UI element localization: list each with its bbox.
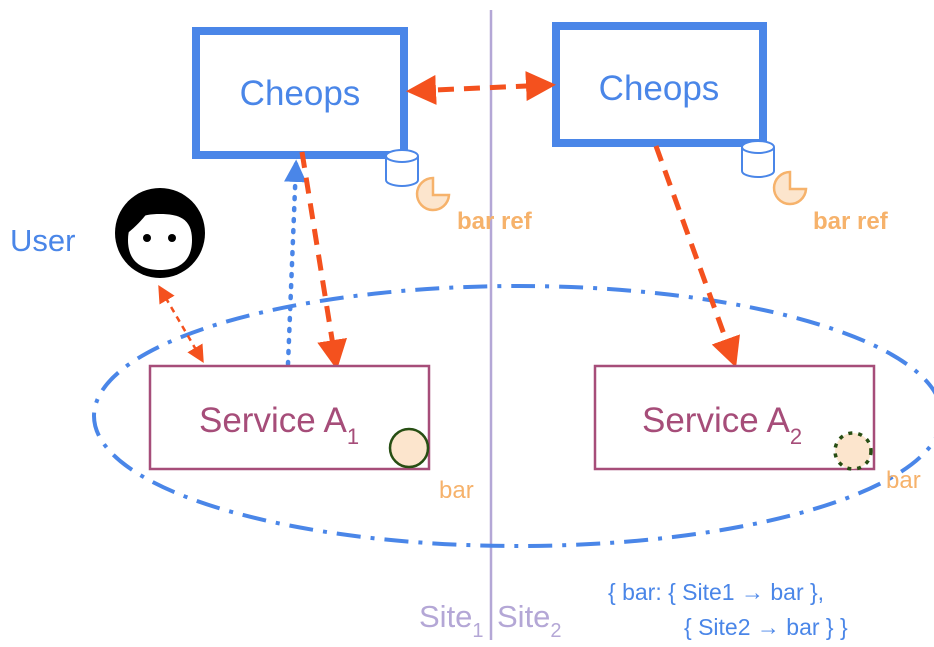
- mapping-line-1: { bar: { Site1 → bar },: [608, 579, 824, 605]
- svg-text:Service A1: Service A1: [199, 401, 359, 449]
- cheops-sync-arrow: [406, 71, 556, 105]
- bar-label-left: bar: [439, 477, 474, 504]
- user-icon: [115, 188, 205, 278]
- user-service-arrow: [158, 284, 204, 364]
- bar-object-icon: [388, 427, 430, 469]
- bar-reference-icon: [833, 431, 873, 471]
- database-icon: [741, 140, 775, 178]
- service-a2-box: Service A2: [593, 364, 876, 471]
- bar-ref-icon: [772, 170, 808, 206]
- service-a2-name: Service A: [642, 401, 790, 440]
- site2-subscript: 2: [550, 620, 561, 642]
- database-icon: [385, 149, 419, 187]
- svg-text:Site1: Site1: [419, 599, 484, 642]
- service-a1-box: Service A1: [148, 364, 431, 471]
- cheops-label-left: Cheops: [240, 74, 361, 113]
- service-group-ellipse: [92, 284, 934, 548]
- service-a1-subscript: 1: [347, 424, 359, 449]
- cheops-box-left: Cheops: [192, 27, 408, 159]
- bar-ref-label-left: bar ref: [457, 208, 533, 235]
- service-a2-subscript: 2: [790, 424, 802, 449]
- bar-ref-icon: [415, 176, 451, 212]
- bar-ref-label-right: bar ref: [813, 208, 889, 235]
- service-a1-name: Service A: [199, 401, 347, 440]
- cheops-to-service-a1-arrow: [299, 151, 348, 370]
- svg-text:Site2: Site2: [497, 599, 562, 642]
- site1-label: Site: [419, 599, 472, 634]
- bar-label-right: bar: [886, 467, 921, 494]
- cheops-to-service-a2-arrow: [653, 145, 740, 368]
- site1-subscript: 1: [472, 620, 483, 642]
- svg-text:Service A2: Service A2: [642, 401, 802, 449]
- cheops-box-right: Cheops: [552, 22, 767, 147]
- site2-label: Site: [497, 599, 550, 634]
- mapping-line-2: { Site2 → bar } }: [684, 614, 848, 640]
- cheops-label-right: Cheops: [599, 69, 720, 108]
- user-label: User: [10, 223, 75, 258]
- service-to-cheops-arrow: [284, 159, 307, 367]
